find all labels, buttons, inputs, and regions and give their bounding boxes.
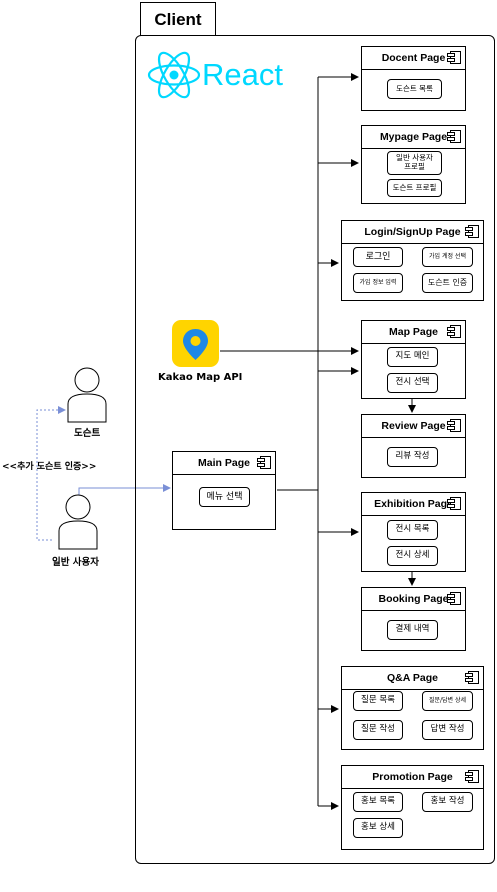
map-page-title: Map Page xyxy=(362,321,465,344)
qa-page-title: Q&A Page xyxy=(342,667,483,690)
docent-page-title: Docent Page xyxy=(362,47,465,70)
payment-history-item: 결제 내역 xyxy=(387,620,438,640)
promotion-page-title: Promotion Page xyxy=(342,766,483,789)
user-actor-icon xyxy=(58,494,98,550)
docent-verify-item: 도슨트 인증 xyxy=(422,273,473,293)
component-icon xyxy=(447,130,461,143)
review-write-item: 리뷰 작성 xyxy=(387,447,438,467)
map-page-component: Map Page 지도 메인 전시 선택 xyxy=(361,320,466,399)
account-type-select-item: 가입 계정 선택 xyxy=(422,247,473,267)
component-icon xyxy=(447,419,461,432)
kakao-map-icon xyxy=(172,320,219,367)
exhibition-page-title: Exhibition Page xyxy=(362,493,465,516)
component-icon xyxy=(447,592,461,605)
map-main-item: 지도 메인 xyxy=(387,347,438,367)
docent-actor-label: 도슨트 xyxy=(74,428,101,439)
promotion-detail-item: 홍보 상세 xyxy=(353,818,403,838)
promotion-page-component: Promotion Page 홍보 목록 홍보 작성 홍보 상세 xyxy=(341,765,484,850)
exhibition-detail-item: 전시 상세 xyxy=(387,546,438,566)
exhibition-list-item: 전시 목록 xyxy=(387,520,438,540)
promotion-list-item: 홍보 목록 xyxy=(353,792,403,812)
react-label: React xyxy=(202,57,283,92)
review-page-component: Review Page 리뷰 작성 xyxy=(361,414,466,478)
docent-actor-icon xyxy=(67,367,107,423)
component-icon xyxy=(465,770,479,783)
component-icon xyxy=(447,497,461,510)
mypage-page-component: Mypage Page 일반 사용자 프로필 도슨트 프로필 xyxy=(361,125,466,204)
docent-list-item: 도슨트 목록 xyxy=(387,79,442,99)
mypage-page-title: Mypage Page xyxy=(362,126,465,149)
login-page-component: Login/SignUp Page 로그인 가입 계정 선택 가입 정보 입력 … xyxy=(341,220,484,301)
question-write-item: 질문 작성 xyxy=(353,720,403,740)
review-page-title: Review Page xyxy=(362,415,465,438)
component-icon xyxy=(465,225,479,238)
signup-info-item: 가입 정보 입력 xyxy=(353,273,403,293)
docent-page-component: Docent Page 도슨트 목록 xyxy=(361,46,466,111)
extend-relation-label: <<추가 도슨트 인증>> xyxy=(2,462,97,472)
component-icon xyxy=(257,456,271,469)
answer-write-item: 답변 작성 xyxy=(422,720,473,740)
qa-detail-item: 질문/답변 상세 xyxy=(422,691,473,711)
main-page-component: Main Page 메뉴 선택 xyxy=(172,451,276,530)
exhibition-select-item: 전시 선택 xyxy=(387,373,438,393)
promotion-write-item: 홍보 작성 xyxy=(422,792,473,812)
qa-page-component: Q&A Page 질문 목록 질문/답변 상세 질문 작성 답변 작성 xyxy=(341,666,484,750)
login-page-title: Login/SignUp Page xyxy=(342,221,483,244)
component-icon xyxy=(447,325,461,338)
component-icon xyxy=(465,671,479,684)
user-profile-item: 일반 사용자 프로필 xyxy=(387,151,442,175)
client-tab: Client xyxy=(140,2,216,36)
component-icon xyxy=(447,51,461,64)
user-actor-label: 일반 사용자 xyxy=(52,557,100,568)
question-list-item: 질문 목록 xyxy=(353,691,403,711)
login-item: 로그인 xyxy=(353,247,403,267)
kakao-label: Kakao Map API xyxy=(158,372,243,383)
exhibition-page-component: Exhibition Page 전시 목록 전시 상세 xyxy=(361,492,466,572)
menu-select-item: 메뉴 선택 xyxy=(199,487,250,507)
booking-page-title: Booking Page xyxy=(362,588,465,611)
booking-page-component: Booking Page 결제 내역 xyxy=(361,587,466,651)
main-page-title: Main Page xyxy=(173,452,275,475)
react-logo-icon xyxy=(147,51,201,99)
client-frame xyxy=(135,35,495,864)
docent-profile-item: 도슨트 프로필 xyxy=(387,179,442,197)
